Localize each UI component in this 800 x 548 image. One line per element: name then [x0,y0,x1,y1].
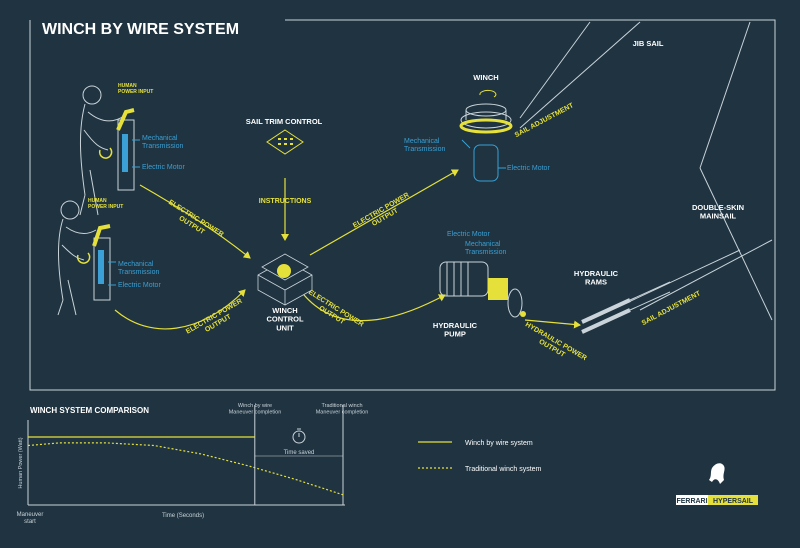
winch-control-unit-icon [257,253,313,306]
electric-motor-label: Electric Motor [142,164,185,171]
human-operator-icon [57,200,97,316]
hydraulic-ram-icon [581,281,671,334]
sail-adjustment-label-main: SAIL ADJUSTMENT [641,290,703,327]
comparison-title: WINCH SYSTEM COMPARISON [30,406,149,415]
human-operator-icon [79,85,125,216]
legend-solid-label: Winch by wire system [465,440,533,447]
pedestal-icon [98,108,135,191]
time-saved-label: Time saved [284,450,315,456]
brand-ferrari: FERRARI [676,498,707,505]
electric-power-output-label-pump: ELECTRIC POWEROUTPUT [303,289,365,335]
electric-power-output-label-winch: ELECTRIC POWEROUTPUT [352,192,414,237]
brand-hypersail: HYPERSAIL [713,498,754,505]
electric-power-output-label-top: ELECTRIC POWEROUTPUT [163,199,225,245]
sail-trim-control-icon [266,129,304,155]
winch-label: WINCH [473,73,498,82]
frame-border [29,19,776,391]
winch-electric-motor-label: Electric Motor [507,165,550,172]
stopwatch-icon [292,428,306,444]
sail-trim-control-label: SAIL TRIM CONTROL [246,117,323,126]
page-title: WINCH BY WIRE SYSTEM [42,21,239,38]
electric-power-output-label-bottom: ELECTRIC POWEROUTPUT [185,298,247,343]
x-axis-label: Time (Seconds) [162,513,204,519]
pedestal-icon [76,224,111,301]
sail-adjustment-label-jib: SAIL ADJUSTMENT [514,102,576,139]
sail-lines [519,21,773,321]
hydraulic-pump-icon [439,261,526,318]
instructions-label: INSTRUCTIONS [259,198,312,205]
ferrari-horse-logo-icon [709,463,725,484]
legend-dashed-label: Traditional winch system [465,466,542,473]
electric-motor-label-2: Electric Motor [118,282,161,289]
jib-sail-label: JIB SAIL [633,39,664,48]
power-flow-arrows [114,169,581,330]
pump-electric-motor-label: Electric Motor [447,231,490,238]
y-axis-label: Human Power (Watt) [18,437,24,488]
hydraulic-power-output-label: HYDRAULIC POWEROUTPUT [520,321,588,369]
winch-drum-icon [459,89,513,182]
